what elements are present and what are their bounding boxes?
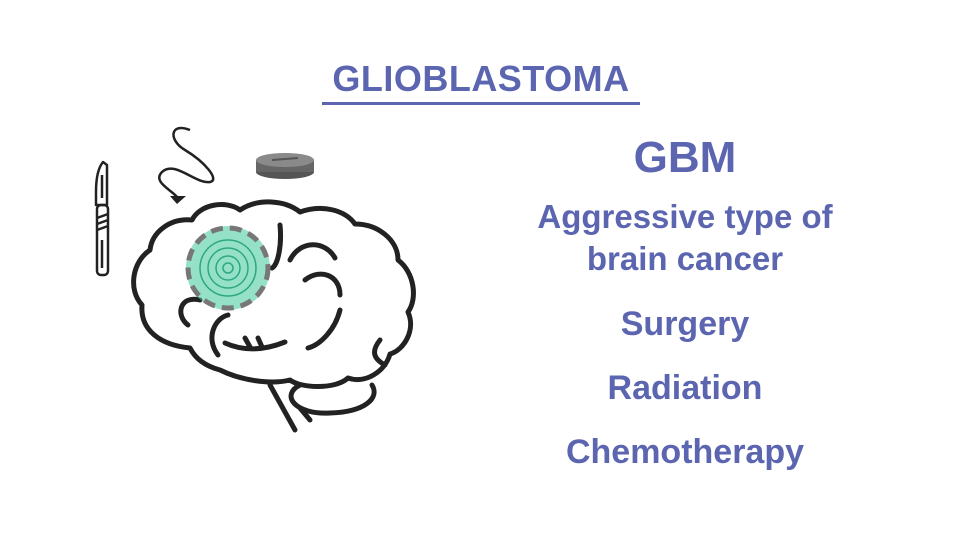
- description: Aggressive type of brain cancer: [537, 198, 833, 277]
- pill-icon: [256, 153, 314, 179]
- abbreviation: GBM: [633, 133, 737, 182]
- scalpel-icon: [94, 160, 110, 277]
- brain-icon: [131, 199, 416, 433]
- treatment-radiation: Radiation: [607, 369, 763, 407]
- treatment-chemotherapy: Chemotherapy: [565, 433, 805, 471]
- title-underline: [322, 102, 640, 105]
- tumor-icon: [185, 225, 271, 311]
- treatment-surgery: Surgery: [620, 305, 750, 343]
- info-column: GBM Aggressive type of brain cancer Surg…: [520, 130, 850, 484]
- page-title: GLIOBLASTOMA: [332, 58, 630, 99]
- radiation-wave-icon: [158, 126, 215, 204]
